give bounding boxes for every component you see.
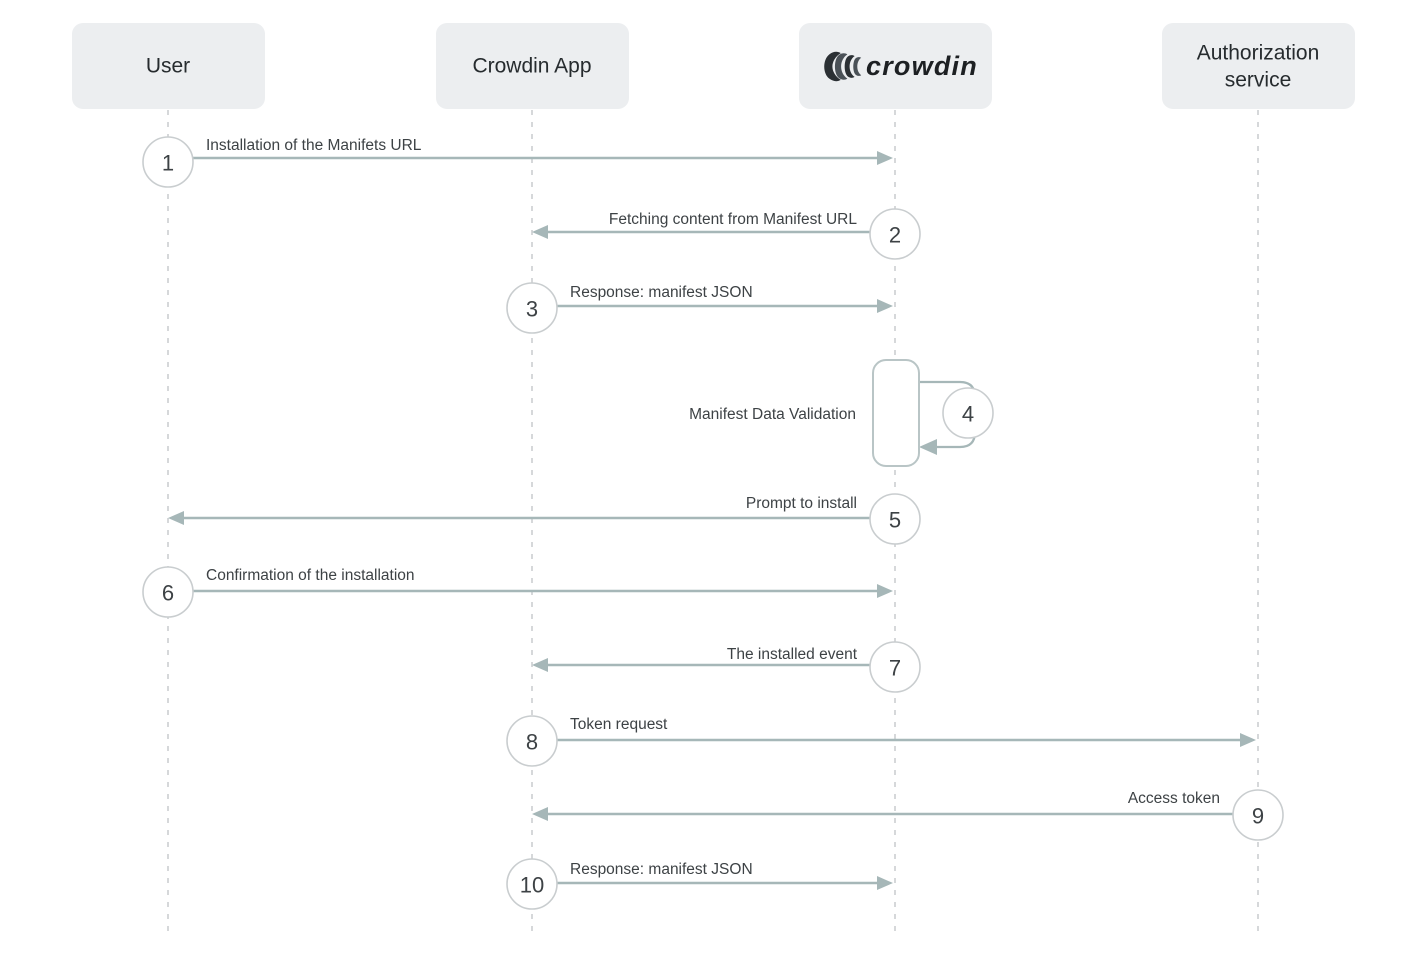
message-row-1[interactable]: Installation of the Manifets URL 1 [142,136,893,188]
arrowhead-3 [877,299,893,313]
actor-header-user[interactable]: User [72,23,265,109]
step-number-1: 1 [162,151,174,176]
message-label-5: Prompt to install [746,495,857,512]
arrowhead-2 [532,225,548,239]
message-label-1: Installation of the Manifets URL [206,137,422,154]
message-label-6: Confirmation of the installation [206,567,415,584]
actor-label-crowdin-app: Crowdin App [472,55,591,78]
step-number-6: 6 [162,581,174,606]
step-number-4: 4 [962,402,974,427]
message-row-9[interactable]: Access token 9 [532,789,1284,841]
actor-box-crowdin-app[interactable] [436,23,629,109]
arrowhead-5 [168,511,184,525]
message-row-2[interactable]: Fetching content from Manifest URL 2 [532,208,921,260]
message-label-7: The installed event [727,646,858,663]
actor-box-crowdin[interactable] [799,23,992,109]
actor-label-crowdin: crowdin [866,51,978,81]
step-number-5: 5 [889,508,901,533]
step-circle-1[interactable] [142,136,194,188]
activation-box-crowdin [872,359,920,467]
message-row-5[interactable]: Prompt to install 5 [168,493,921,545]
message-row-4[interactable]: Manifest Data Validation 4 [689,359,994,467]
step-circle-9[interactable] [1232,789,1284,841]
step-circle-6[interactable] [142,566,194,618]
step-number-10: 10 [520,873,544,898]
actor-header-crowdin-app[interactable]: Crowdin App [436,23,629,109]
actor-label-auth-service-line2: service [1225,69,1292,92]
message-row-8[interactable]: Token request 8 [506,715,1256,767]
arrowhead-8 [1240,733,1256,747]
actor-label-user: User [146,55,190,78]
message-label-2: Fetching content from Manifest URL [609,211,857,228]
message-label-9: Access token [1128,790,1220,807]
actor-box-auth-service[interactable] [1162,23,1355,109]
message-label-4: Manifest Data Validation [689,406,856,423]
arrowhead-9 [532,807,548,821]
message-row-7[interactable]: The installed event 7 [532,641,921,693]
lifelines [167,110,1259,932]
actor-box-user[interactable] [72,23,265,109]
arrowhead-6 [877,584,893,598]
message-label-10: Response: manifest JSON [570,861,753,878]
step-circle-10[interactable] [506,858,558,910]
step-circle-5[interactable] [869,493,921,545]
step-circle-7[interactable] [869,641,921,693]
message-row-6[interactable]: Confirmation of the installation 6 [142,566,893,618]
step-circle-2[interactable] [869,208,921,260]
actor-header-crowdin[interactable]: crowdin [799,23,992,109]
actor-label-auth-service-line1: Authorization [1197,42,1320,65]
message-label-8: Token request [570,716,668,733]
message-row-3[interactable]: Response: manifest JSON 3 [506,282,893,334]
step-number-8: 8 [526,730,538,755]
message-row-10[interactable]: Response: manifest JSON 10 [506,858,893,910]
arrowhead-10 [877,876,893,890]
arrowhead-1 [877,151,893,165]
step-circle-4[interactable] [942,387,994,439]
step-number-3: 3 [526,297,538,322]
step-number-2: 2 [889,223,901,248]
crowdin-logo-icon [824,51,862,82]
step-circle-3[interactable] [506,282,558,334]
arrowhead-4 [919,439,937,455]
step-number-7: 7 [889,656,901,681]
actor-header-auth-service[interactable]: Authorization service [1162,23,1355,109]
step-number-9: 9 [1252,804,1264,829]
message-label-3: Response: manifest JSON [570,284,753,301]
arrowhead-7 [532,658,548,672]
step-circle-8[interactable] [506,715,558,767]
